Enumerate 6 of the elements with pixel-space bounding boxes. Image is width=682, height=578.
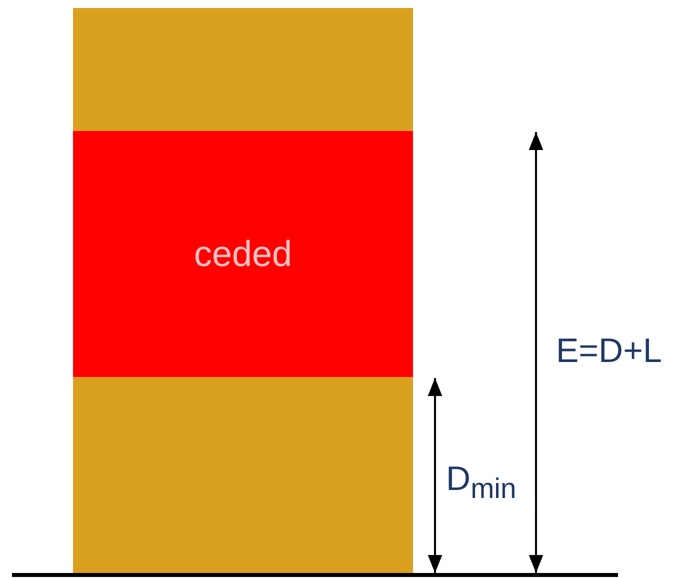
column-segment: [73, 377, 413, 573]
dimension-label: E=D+L: [556, 332, 662, 371]
ceded-segment: [73, 131, 413, 377]
column-segment: [73, 8, 413, 131]
segment-label: ceded: [194, 233, 292, 275]
dimension-label: D$_{min}$: [446, 460, 516, 506]
